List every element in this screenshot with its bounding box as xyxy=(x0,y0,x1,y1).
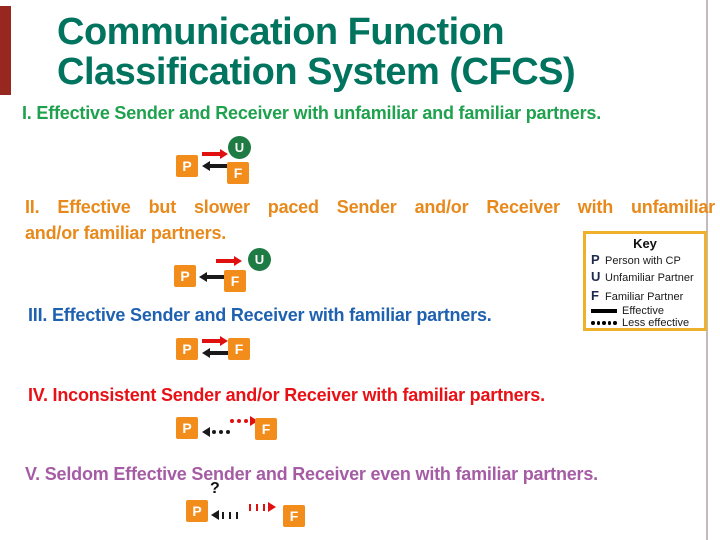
key-symbol-p: P xyxy=(591,252,600,267)
accent-bar xyxy=(0,6,11,95)
unfamiliar-circle: U xyxy=(228,136,251,159)
familiar-box: F xyxy=(283,505,305,527)
diagram-level-1: P U F xyxy=(176,136,276,191)
level-4-text: IV. Inconsistent Sender and/or Receiver … xyxy=(28,385,545,405)
level-1-text: I. Effective Sender and Receiver with un… xyxy=(22,103,601,123)
unfamiliar-circle: U xyxy=(248,248,271,271)
key-title: Key xyxy=(633,236,657,251)
person-box: P xyxy=(186,500,208,522)
arrow-right-dotted-icon xyxy=(228,416,258,426)
arrow-right-solid-icon xyxy=(202,336,228,346)
level-3-text: III. Effective Sender and Receiver with … xyxy=(28,305,492,325)
level-2-text: II. Effective but slower paced Sender an… xyxy=(25,194,715,246)
key-symbol-u: U xyxy=(591,269,601,284)
solid-line-icon xyxy=(591,309,617,313)
arrow-left-solid-icon xyxy=(202,348,228,358)
diagram-level-2: P F U xyxy=(172,248,277,298)
diagram-level-3: P F xyxy=(176,335,256,363)
familiar-box: F xyxy=(255,418,277,440)
key-label-person: Person with CP xyxy=(605,255,681,267)
arrow-right-solid-icon xyxy=(216,256,242,266)
key-label-familiar: Familiar Partner xyxy=(605,291,684,303)
person-box: P xyxy=(176,338,198,360)
arrow-right-dashed-icon xyxy=(246,502,276,512)
right-border-line xyxy=(706,0,708,540)
person-box: P xyxy=(176,417,198,439)
arrow-left-dotted-icon xyxy=(202,427,232,437)
key-symbol-f: F xyxy=(591,288,599,303)
question-mark: ? xyxy=(210,480,220,497)
familiar-box: F xyxy=(224,270,246,292)
key-row-unfamiliar: U Unfamiliar Partner xyxy=(591,269,699,286)
slide-title: Communication Function Classification Sy… xyxy=(57,11,576,94)
key-label-less-effective: Less effective xyxy=(622,317,690,329)
level-5-text: V. Seldom Effective Sender and Receiver … xyxy=(25,464,598,484)
arrow-left-solid-icon xyxy=(199,272,225,282)
arrow-left-dashed-icon xyxy=(211,510,241,520)
arrow-right-solid-icon xyxy=(202,149,228,159)
familiar-box: F xyxy=(228,338,250,360)
diagram-level-5: ? P F xyxy=(186,480,321,532)
key-row-less-effective: Less effective xyxy=(591,317,699,329)
key-label-effective: Effective xyxy=(622,305,664,317)
key-label-unfamiliar: Unfamiliar Partner xyxy=(605,272,694,284)
person-box: P xyxy=(176,155,198,177)
key-row-effective: Effective xyxy=(591,305,699,317)
key-row-person: P Person with CP xyxy=(591,252,699,269)
familiar-box: F xyxy=(227,162,249,184)
key-row-familiar: F Familiar Partner xyxy=(591,288,699,305)
arrow-left-solid-icon xyxy=(202,161,228,171)
diagram-level-4: P F xyxy=(176,414,281,444)
level-2-line-1: II. Effective but slower paced Sender an… xyxy=(25,197,715,217)
person-box: P xyxy=(174,265,196,287)
level-2-line-2: and/or familiar partners. xyxy=(25,223,227,243)
key-legend: Key P Person with CP U Unfamiliar Partne… xyxy=(583,231,707,331)
dotted-line-icon xyxy=(591,321,617,325)
